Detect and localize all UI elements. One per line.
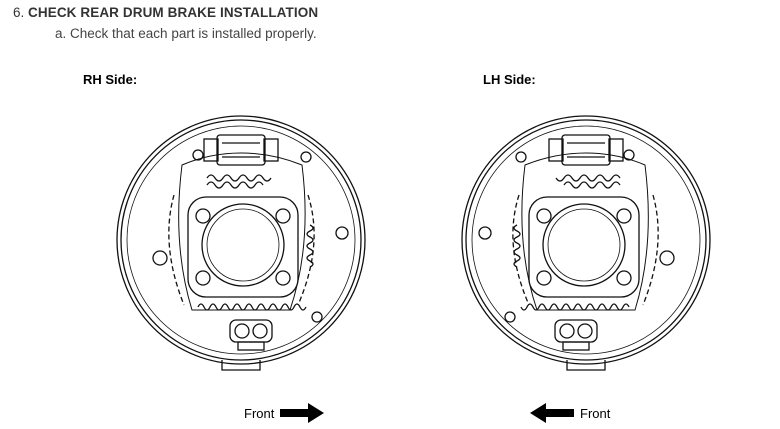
- step-title: CHECK REAR DRUM BRAKE INSTALLATION: [28, 5, 319, 20]
- arrow-left-icon: [530, 403, 574, 423]
- step-heading: 6. CHECK REAR DRUM BRAKE INSTALLATION: [13, 5, 318, 20]
- substep-text: a. Check that each part is installed pro…: [55, 26, 317, 41]
- lh-side-label: LH Side:: [483, 72, 536, 87]
- rh-drum-brake-diagram: [116, 115, 366, 371]
- rh-front-label: Front: [244, 405, 275, 421]
- lh-drum-brake-diagram: [461, 115, 711, 371]
- arrow-right-icon: [280, 403, 325, 423]
- lh-front-label: Front: [580, 405, 611, 421]
- rh-front-indicator: Front: [244, 403, 325, 423]
- rh-side-label: RH Side:: [83, 72, 138, 87]
- lh-front-indicator: Front: [530, 403, 610, 423]
- step-number: 6.: [13, 5, 25, 20]
